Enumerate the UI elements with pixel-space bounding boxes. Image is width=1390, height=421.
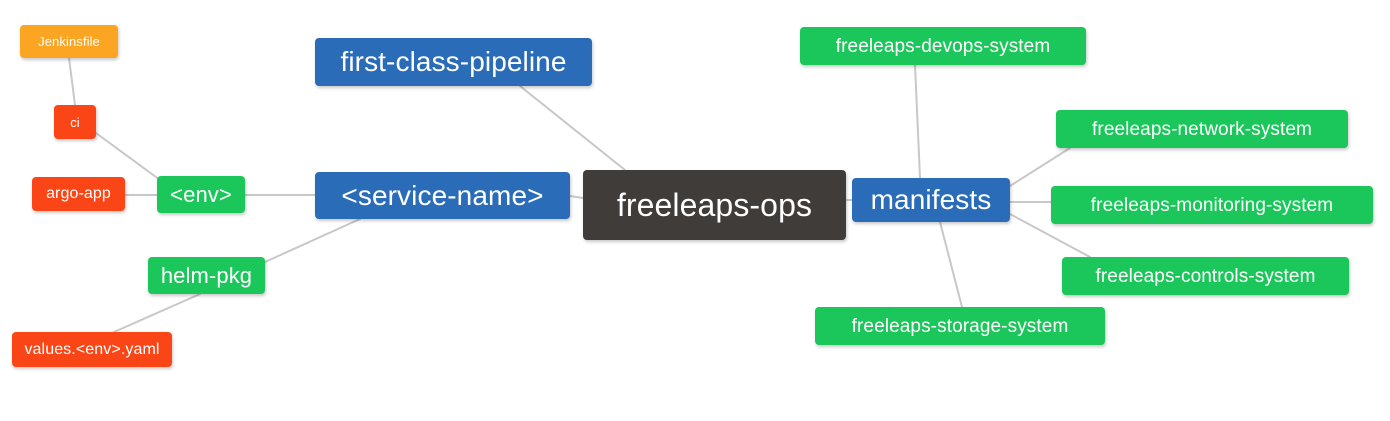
mindmap-node-label: <env> [170,181,232,207]
mindmap-node-freeleaps-controls-system[interactable]: freeleaps-controls-system [1062,257,1349,295]
mindmap-node-manifests[interactable]: manifests [852,178,1010,222]
mindmap-node-freeleaps-storage-system[interactable]: freeleaps-storage-system [815,307,1105,345]
mindmap-node-label: Jenkinsfile [38,34,100,49]
mindmap-node-label: <service-name> [341,179,544,211]
mindmap-node-freeleaps-devops-system[interactable]: freeleaps-devops-system [800,27,1086,65]
mindmap-node-label: manifests [870,184,992,215]
edge-first-class-pipeline-ops [519,85,626,171]
mindmap-node-label: helm-pkg [160,262,253,288]
mindmap-node-freeleaps-monitoring-system[interactable]: freeleaps-monitoring-system [1051,186,1373,224]
mindmap-node-label: first-class-pipeline [340,46,567,77]
edge-manifests-devops [914,64,921,179]
mindmap-node-first-class-pipeline[interactable]: first-class-pipeline [315,38,592,86]
edge-jenkinsfile-ci [68,57,76,106]
mindmap-node-helm-pkg[interactable]: helm-pkg [148,257,265,294]
mindmap-node-label: argo-app [46,185,111,202]
mindmap-node-label: ci [70,114,80,130]
edge-manifests-network [1009,147,1071,187]
mindmap-node-label: freeleaps-devops-system [835,35,1051,57]
mindmap-node-freeleaps-ops[interactable]: freeleaps-ops [583,170,846,240]
mindmap-node-label: freeleaps-storage-system [851,315,1069,337]
mindmap-node-label: freeleaps-monitoring-system [1090,194,1334,216]
edge-values-helm-pkg [113,293,201,333]
mindmap-node-label: freeleaps-controls-system [1095,265,1316,287]
edge-ci-env [95,132,161,181]
edge-helm-pkg-service-name [264,218,361,263]
mindmap-node-ci[interactable]: ci [54,105,96,139]
mindmap-node-jenkinsfile[interactable]: Jenkinsfile [20,25,118,58]
mindmap-node-service-name[interactable]: <service-name> [315,172,570,219]
mindmap-node-label: freeleaps-network-system [1092,118,1312,140]
mindmap-node-freeleaps-network-system[interactable]: freeleaps-network-system [1056,110,1348,148]
mindmap-node-env[interactable]: <env> [157,176,245,213]
mindmap-node-argo-app[interactable]: argo-app [32,177,125,211]
mindmap-node-label: values.<env>.yaml [24,340,160,358]
edge-service-name-ops [569,195,584,199]
mindmap-node-values-yaml[interactable]: values.<env>.yaml [12,332,172,367]
mindmap-node-label: freeleaps-ops [616,187,813,223]
edge-manifests-storage [939,221,963,308]
